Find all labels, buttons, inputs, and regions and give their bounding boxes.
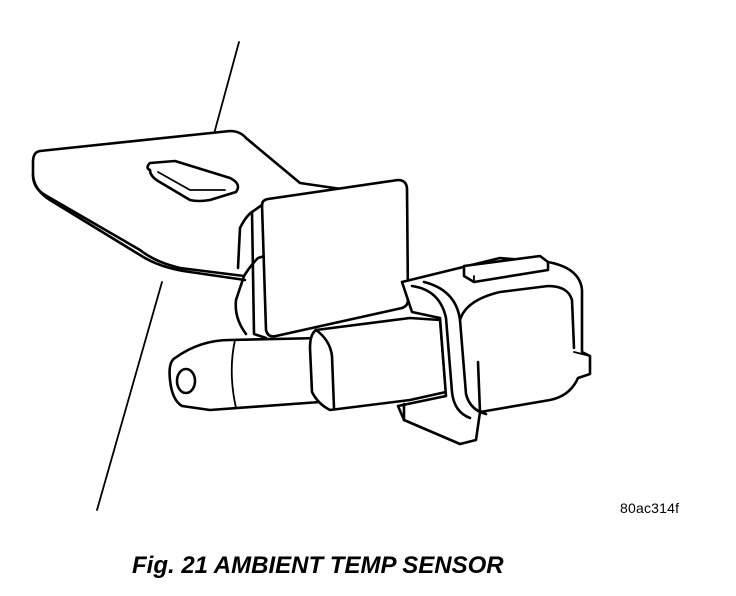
electrical-connector bbox=[396, 254, 592, 446]
figure-caption: Fig. 21 AMBIENT TEMP SENSOR bbox=[132, 552, 504, 579]
centerline-lower bbox=[96, 281, 163, 511]
connector-latch bbox=[462, 254, 550, 284]
probe-tip-hole bbox=[175, 367, 197, 395]
sensor-probe bbox=[168, 336, 324, 412]
bracket-slot bbox=[146, 159, 240, 203]
figure-reference-code: 80ac314f bbox=[620, 500, 680, 516]
sensor-body bbox=[308, 316, 448, 412]
sensor-tab-plate bbox=[236, 178, 410, 340]
